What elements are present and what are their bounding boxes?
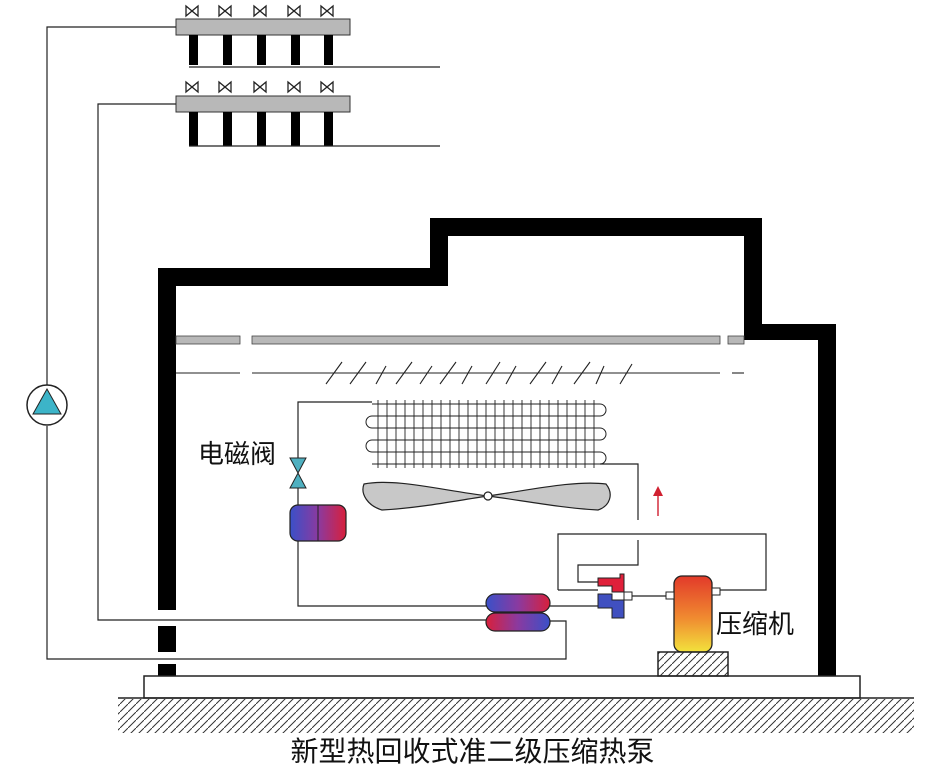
- ground-hatch: [118, 699, 914, 733]
- ceiling-panels: [175, 335, 745, 345]
- condenser-heat-exchanger: [485, 593, 551, 632]
- compressor-outlet: [711, 587, 721, 596]
- water-loop: [46, 26, 567, 660]
- manifold-lower: [175, 80, 440, 147]
- manifold-upper: [175, 4, 440, 68]
- manifold-lower-valves: [185, 80, 334, 94]
- economizer-heat-exchanger: [289, 504, 347, 542]
- manifold-upper-valves: [185, 4, 334, 18]
- compressor-base: [657, 651, 729, 677]
- figure-caption: 新型热回收式准二级压缩热泵: [290, 735, 655, 768]
- evaporator-coil: [365, 400, 607, 468]
- airflow-arrow-icon: [653, 486, 663, 516]
- solenoid-valve-icon: [289, 457, 307, 489]
- louver-line: [176, 361, 744, 385]
- fan-icon: [362, 481, 611, 511]
- compressor-inlet: [665, 591, 675, 600]
- manifold-bar-lower: [175, 95, 351, 113]
- manifold-lower-pipes: [189, 112, 333, 146]
- separator-cold: [597, 591, 633, 619]
- building-walls: [158, 218, 836, 676]
- solenoid-valve-label: 电磁阀: [198, 440, 277, 470]
- compressor-label: 压缩机: [716, 610, 795, 640]
- foundation: [118, 675, 914, 733]
- manifold-bar-upper: [175, 18, 351, 36]
- circulation-pump-icon: [26, 384, 68, 426]
- foundation-slab: [143, 675, 861, 699]
- separator-hot: [597, 573, 625, 593]
- manifold-upper-pipes: [189, 35, 333, 65]
- refrigerant-lines: [297, 401, 767, 607]
- compressor-body: [673, 575, 713, 653]
- compressor: [657, 575, 729, 677]
